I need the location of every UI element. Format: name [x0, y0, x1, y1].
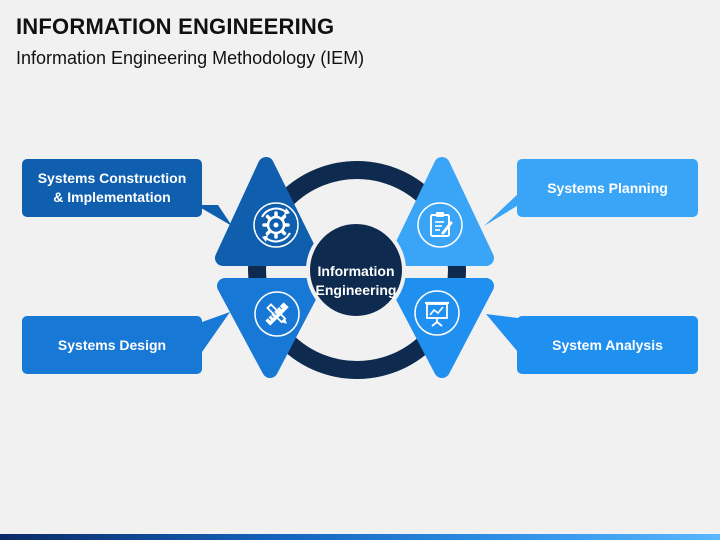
slide-title: INFORMATION ENGINEERING — [16, 14, 335, 39]
triangle-systems-design — [217, 278, 322, 378]
callout-systems-planning: Systems Planning — [517, 159, 698, 217]
pointer-systems-construction — [196, 205, 232, 226]
outer-ring — [248, 161, 466, 379]
presentation-board-icon — [414, 290, 460, 336]
clipboard-icon — [417, 202, 463, 248]
bottom-accent-bar — [0, 534, 720, 540]
center-label: Information Engineering — [315, 263, 397, 298]
callout-systems-construction: Systems Construction & Implementation — [22, 159, 202, 217]
pointer-systems-design — [202, 312, 230, 352]
gear-cycle-icon — [253, 202, 299, 248]
callout-systems-design: Systems Design — [22, 316, 202, 374]
pointer-system-analysis — [486, 314, 518, 352]
ruler-pencil-icon — [254, 291, 300, 337]
callout-system-analysis: System Analysis — [517, 316, 698, 374]
triangle-systems-planning — [389, 157, 494, 266]
center-circle — [306, 220, 406, 320]
slide-subtitle: Information Engineering Methodology (IEM… — [16, 48, 365, 68]
